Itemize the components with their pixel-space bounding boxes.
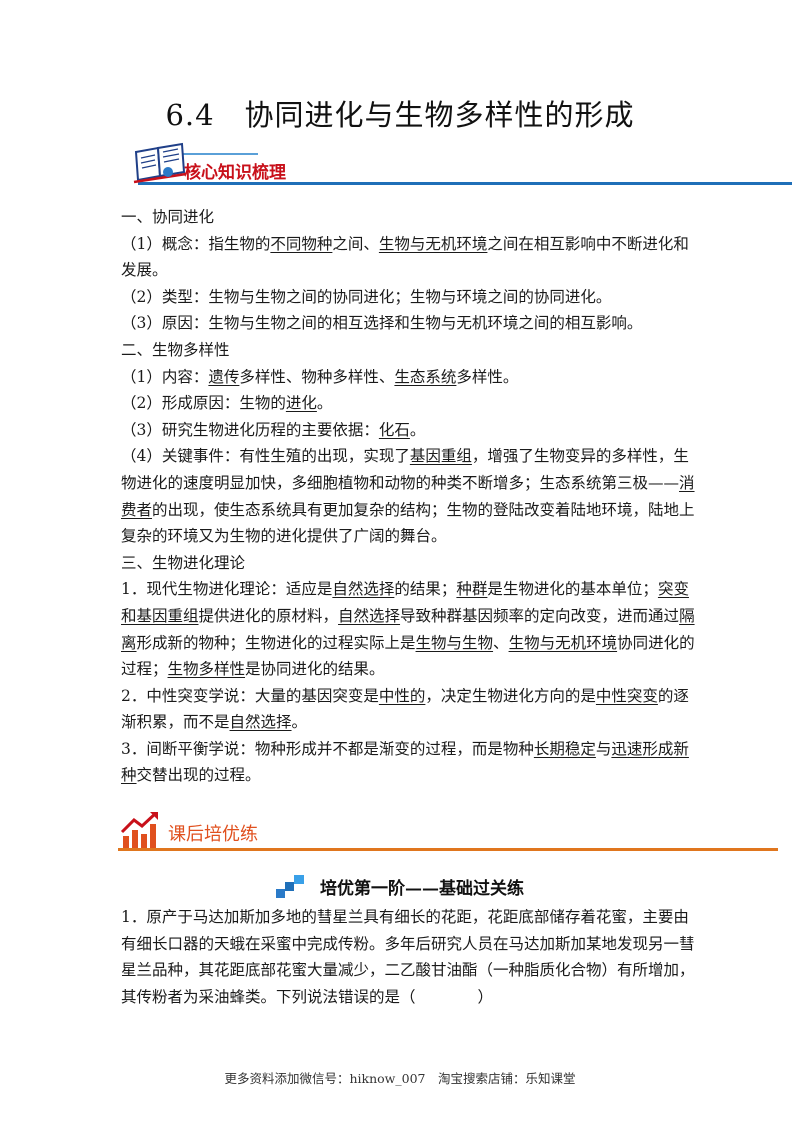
text-run: （1）概念：指生物的 — [121, 234, 271, 253]
text-run: 。 — [291, 713, 308, 732]
text-run: 的结果； — [394, 580, 457, 599]
text-run: ，决定生物进化方向的是 — [425, 686, 596, 705]
underlined-term: 种群 — [456, 580, 488, 599]
underlined-term: 消费者 — [121, 473, 695, 519]
text-run: 三、生物进化理论 — [121, 553, 246, 572]
underlined-term: 进化 — [285, 394, 317, 413]
text-run: 是生物进化的基本单位； — [487, 580, 658, 599]
text-run: 3．间断平衡学说：物种形成并不都是渐变的过程，而是物种 — [121, 739, 534, 758]
content-line: 3．间断平衡学说：物种形成并不都是渐变的过程，而是物种长期稳定与迅速形成新种交替… — [121, 736, 696, 789]
underlined-term: 隔离 — [121, 606, 695, 652]
header-top-rule — [180, 153, 258, 155]
question-1: 1．原产于马达加斯加多地的彗星兰具有细长的花距，花距底部储存着花蜜，主要由有细长… — [121, 904, 696, 1010]
content-line: （3）原因：生物与生物之间的相互选择和生物与无机环境之间的相互影响。 — [121, 310, 696, 337]
underlined-term: 中性的 — [378, 686, 426, 705]
text-run: （3）原因：生物与生物之间的相互选择和生物与无机环境之间的相互影响。 — [121, 314, 643, 333]
footer-note: 更多资料添加微信号：hiknow_007 淘宝搜索店铺：乐知课堂 — [224, 1071, 576, 1086]
underlined-term: 生物多样性 — [167, 660, 246, 679]
content-line: （1）概念：指生物的不同物种之间、生物与无机环境之间在相互影响中不断进化和发展。 — [121, 231, 696, 284]
section-label: 课后培优练 — [168, 824, 258, 845]
content-line: 三、生物进化理论 — [121, 550, 696, 577]
text-run: 。 — [409, 420, 426, 439]
underlined-term: 不同物种 — [270, 234, 333, 253]
underlined-term: 自然选择 — [338, 606, 401, 625]
text-run: ，增强了生物变异的多样性，生物进化的速度明显加快，多细胞植物和动物的种类不断增多… — [121, 447, 689, 492]
underlined-term: 生物与生物 — [415, 633, 494, 652]
subsection-header: 培优第一阶——基础过关练 — [0, 874, 800, 899]
text-run: 二、生物多样性 — [121, 340, 230, 359]
content-line: （2）类型：生物与生物之间的协同进化；生物与环境之间的协同进化。 — [121, 284, 696, 311]
text-run: 之间在相互影响中不断进化和发展。 — [121, 234, 689, 280]
content-line: 二、生物多样性 — [121, 337, 696, 364]
text-run: （2）形成原因：生物的 — [121, 394, 286, 413]
header-rule — [138, 182, 792, 185]
content-line: （1）内容：遗传多样性、物种多样性、生态系统多样性。 — [121, 364, 696, 391]
open-book-icon — [133, 142, 187, 184]
content-line: 一、协同进化 — [121, 204, 696, 231]
page-title: 6.4 协同进化与生物多样性的形成 — [165, 98, 635, 132]
text-run: 多样性、物种多样性、 — [239, 367, 395, 386]
text-run: 导致种群基因频率的定向改变，进而通过 — [400, 606, 680, 625]
content-line: （2）形成原因：生物的进化。 — [121, 390, 696, 417]
content-line: 2．中性突变学说：大量的基因突变是中性的，决定生物进化方向的是中性突变的逐渐积累… — [121, 683, 696, 736]
section-label: 核心知识梳理 — [184, 163, 286, 183]
content-line: 1．现代生物进化理论：适应是自然选择的结果；种群是生物进化的基本单位；突变和基因… — [121, 576, 696, 682]
underlined-term: 迅速形成新种 — [121, 739, 689, 785]
text-run: 是协同进化的结果。 — [245, 660, 385, 679]
text-run: 多样性。 — [456, 367, 519, 386]
underlined-term: 中性突变 — [595, 686, 658, 705]
stairs-icon — [276, 874, 305, 898]
underlined-term: 生物与无机环境 — [378, 234, 488, 253]
text-run: 提供进化的原材料， — [198, 606, 339, 625]
text-run: 的出现，使生态系统具有更加复杂的结构；生物的登陆改变着陆地环境，陆地上复杂的环境… — [121, 500, 695, 546]
growth-chart-icon — [120, 811, 158, 848]
section-header-core-knowledge: 核心知识梳理 — [118, 142, 792, 194]
text-run: 一、协同进化 — [121, 208, 215, 226]
text-run: 与 — [595, 739, 612, 758]
content-line: （3）研究生物进化历程的主要依据：化石。 — [121, 417, 696, 444]
text-run: 形成新的物种；生物进化的过程实际上是 — [136, 633, 416, 652]
text-run: （3）研究生物进化历程的主要依据： — [121, 420, 379, 439]
knowledge-content: 一、协同进化（1）概念：指生物的不同物种之间、生物与无机环境之间在相互影响中不断… — [121, 204, 696, 789]
text-run: 、 — [493, 633, 509, 652]
underlined-term: 生态系统 — [394, 367, 457, 386]
text-run: 之间、 — [332, 234, 379, 253]
underlined-term: 化石 — [378, 420, 410, 439]
text-run: 交替出现的过程。 — [136, 766, 261, 785]
text-run: 2．中性突变学说：大量的基因突变是 — [121, 686, 379, 705]
underlined-term: 生物与无机环境 — [508, 633, 618, 652]
text-run: 。 — [316, 394, 333, 413]
header-rule — [118, 848, 778, 851]
text-run: （4）关键事件：有性生殖的出现，实现了 — [121, 447, 410, 466]
underlined-term: 突变和基因重组 — [121, 580, 689, 625]
underlined-term: 长期稳定 — [533, 739, 596, 758]
text-run: 协同进化的过程； — [121, 633, 695, 679]
underlined-term: 遗传 — [208, 367, 240, 386]
content-line: （4）关键事件：有性生殖的出现，实现了基因重组，增强了生物变异的多样性，生物进化… — [121, 443, 696, 549]
question-text: 1．原产于马达加斯加多地的彗星兰具有细长的花距，花距底部储存着花蜜，主要由有细长… — [121, 908, 695, 1006]
text-run: 1．现代生物进化理论：适应是 — [121, 580, 333, 599]
text-run: 的逐渐积累，而不是 — [121, 686, 689, 732]
subsection-label: 培优第一阶——基础过关练 — [319, 879, 524, 899]
text-run: （1）内容： — [121, 367, 209, 386]
underlined-term: 自然选择 — [332, 580, 395, 599]
underlined-term: 基因重组 — [409, 447, 472, 466]
section-header-practice: 课后培优练 — [118, 808, 792, 860]
text-run: （2）类型：生物与生物之间的协同进化；生物与环境之间的协同进化。 — [121, 287, 612, 306]
underlined-term: 自然选择 — [229, 713, 292, 732]
